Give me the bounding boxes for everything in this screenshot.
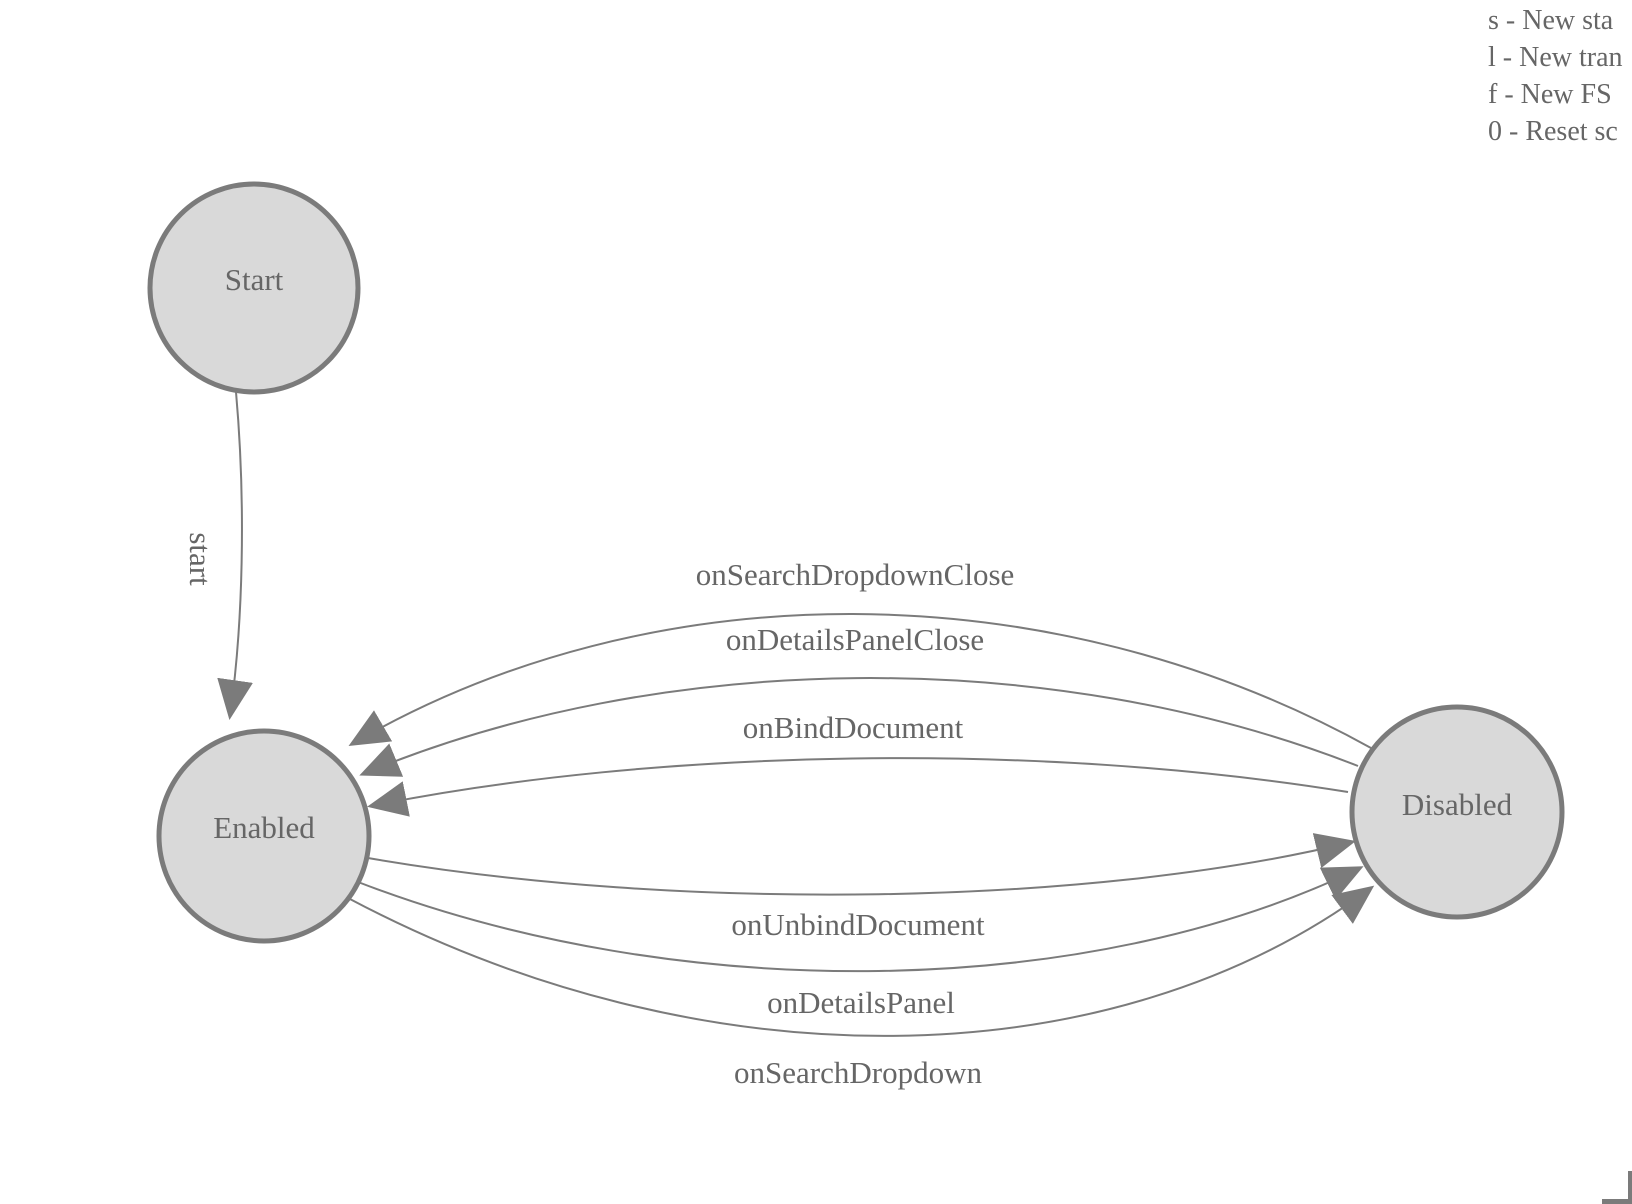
edge-label-on-details-panel-close[interactable]: onDetailsPanelClose — [726, 622, 984, 657]
edge-label-on-details-panel[interactable]: onDetailsPanel — [767, 985, 955, 1020]
edge-on-search-dropdown-close[interactable] — [348, 613, 1372, 749]
edge-on-unbind-document[interactable] — [367, 833, 1356, 896]
edge-label-on-bind-document[interactable]: onBindDocument — [743, 710, 964, 745]
edge-label-on-search-dropdown-close[interactable]: onSearchDropdownClose — [696, 557, 1015, 592]
legend-line-new-transition: l - New tran — [1488, 42, 1623, 73]
legend-line-reset: 0 - Reset sc — [1488, 116, 1618, 147]
state-node-start[interactable]: Start — [147, 181, 361, 395]
legend-line-new-fsm: f - New FS — [1488, 79, 1612, 110]
legend-line-new-state: s - New sta — [1488, 5, 1614, 36]
edge-start-to-enabled[interactable] — [217, 391, 253, 720]
edge-on-details-panel[interactable] — [357, 866, 1364, 973]
state-circle-enabled[interactable] — [156, 728, 372, 944]
state-node-enabled[interactable]: Enabled — [156, 728, 372, 944]
state-label-enabled: Enabled — [213, 810, 315, 845]
edge-label-start[interactable]: start — [183, 532, 218, 586]
state-label-start: Start — [225, 262, 284, 297]
canvas-corner-mark — [1602, 1171, 1632, 1204]
corner-vertical-bar — [1628, 1171, 1632, 1204]
edge-label-on-search-dropdown[interactable]: onSearchDropdown — [734, 1055, 982, 1090]
shortcut-legend: s - New sta l - New tran f - New FS 0 - … — [1488, 5, 1623, 147]
state-label-disabled: Disabled — [1402, 787, 1513, 822]
state-node-disabled[interactable]: Disabled — [1349, 704, 1565, 920]
state-circle-disabled[interactable] — [1349, 704, 1565, 920]
edge-on-details-panel-close[interactable] — [359, 677, 1359, 777]
edge-on-search-dropdown[interactable] — [347, 885, 1375, 1037]
edge-label-on-unbind-document[interactable]: onUnbindDocument — [731, 907, 985, 942]
corner-horizontal-bar — [1602, 1199, 1632, 1204]
state-circle-start[interactable] — [147, 181, 361, 395]
edge-on-bind-document[interactable] — [367, 757, 1349, 817]
